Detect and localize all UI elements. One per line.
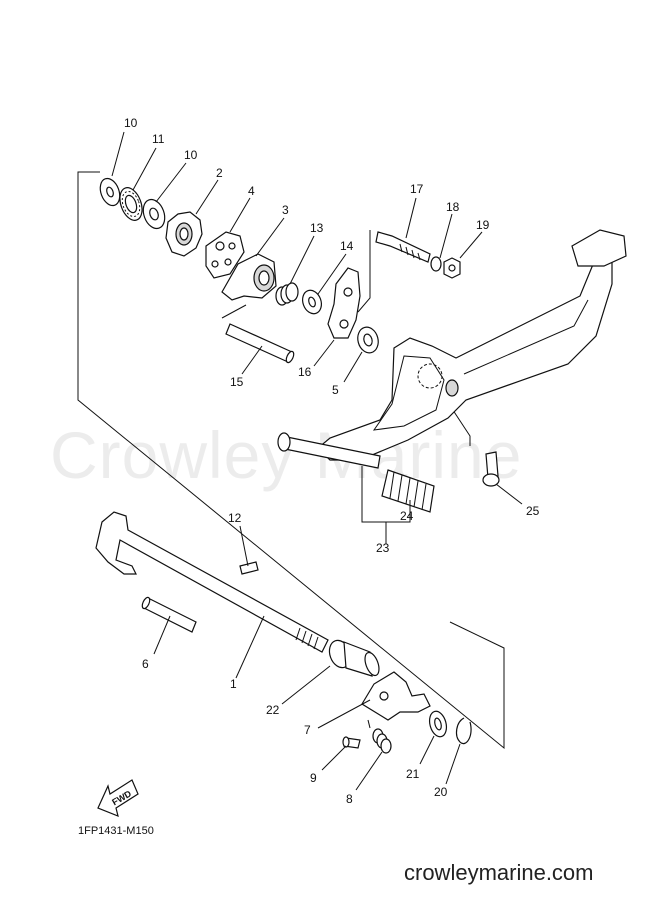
- part-25-bolt[interactable]: [482, 451, 500, 487]
- callout-4[interactable]: 4: [248, 184, 255, 198]
- callout-12[interactable]: 12: [228, 511, 242, 525]
- callout-8[interactable]: 8: [346, 792, 353, 806]
- diagram-code: 1FP1431-M150: [78, 825, 154, 837]
- callout-15[interactable]: 15: [230, 375, 244, 389]
- part-21-washer[interactable]: [427, 709, 449, 738]
- callout-21[interactable]: 21: [406, 767, 420, 781]
- part-12-pin[interactable]: [239, 561, 259, 575]
- part-22-collar[interactable]: [326, 637, 382, 677]
- callout-17[interactable]: 17: [410, 182, 424, 196]
- part-19-nut[interactable]: [443, 257, 461, 279]
- part-20-circlip[interactable]: [455, 717, 472, 745]
- callout-3[interactable]: 3: [282, 203, 289, 217]
- callout-18[interactable]: 18: [446, 200, 460, 214]
- callout-9[interactable]: 9: [310, 771, 317, 785]
- part-5-collar[interactable]: [355, 325, 381, 355]
- part-16-lever[interactable]: [327, 267, 361, 339]
- part-10-washer[interactable]: [97, 176, 123, 208]
- callout-7[interactable]: 7: [304, 723, 311, 737]
- callout-1[interactable]: 1: [230, 677, 237, 691]
- part-23-shift-pedal[interactable]: [317, 229, 627, 461]
- part-1-shift-shaft[interactable]: [95, 511, 329, 653]
- callout-6[interactable]: 6: [142, 657, 149, 671]
- callout-24[interactable]: 24: [400, 509, 414, 523]
- callout-13[interactable]: 13: [310, 221, 324, 235]
- part-14-washer[interactable]: [299, 288, 324, 317]
- part-7-arm[interactable]: [361, 671, 431, 721]
- callout-10a[interactable]: 10: [124, 116, 138, 130]
- callout-22[interactable]: 22: [266, 703, 280, 717]
- part-15-pin[interactable]: [225, 323, 295, 364]
- part-10b-washer[interactable]: [139, 196, 168, 231]
- website-label: crowleymarine.com: [404, 860, 594, 885]
- part-2-cam[interactable]: [165, 211, 203, 257]
- callout-19[interactable]: 19: [476, 218, 490, 232]
- callout-20[interactable]: 20: [434, 785, 448, 799]
- callout-2[interactable]: 2: [216, 166, 223, 180]
- part-18-oring[interactable]: [430, 256, 442, 272]
- leader-lines: [111, 131, 523, 791]
- callout-23[interactable]: 23: [376, 541, 390, 555]
- part-3-arm[interactable]: [221, 253, 277, 301]
- part-8-spring[interactable]: [367, 719, 392, 754]
- callout-10b[interactable]: 10: [184, 148, 198, 162]
- part-11-bearing[interactable]: [116, 185, 146, 224]
- watermark-text: Crowley Marine: [50, 418, 522, 492]
- callout-5[interactable]: 5: [332, 383, 339, 397]
- part-17-bolt[interactable]: [375, 231, 431, 263]
- callout-11[interactable]: 11: [152, 132, 165, 146]
- callout-labels: 10 11 10 2 4 3 13 14 17 18 19 15 16 5 25…: [124, 116, 540, 806]
- part-24-footpeg-rubber[interactable]: [277, 432, 435, 513]
- part-13-spring[interactable]: [275, 282, 299, 306]
- part-9-bolt[interactable]: [342, 736, 361, 749]
- part-6-pin[interactable]: [141, 596, 197, 633]
- part-4-plate[interactable]: [205, 231, 245, 279]
- callout-14[interactable]: 14: [340, 239, 354, 253]
- callout-16[interactable]: 16: [298, 365, 312, 379]
- callout-25[interactable]: 25: [526, 504, 540, 518]
- fwd-arrow-icon: FWD: [97, 779, 139, 817]
